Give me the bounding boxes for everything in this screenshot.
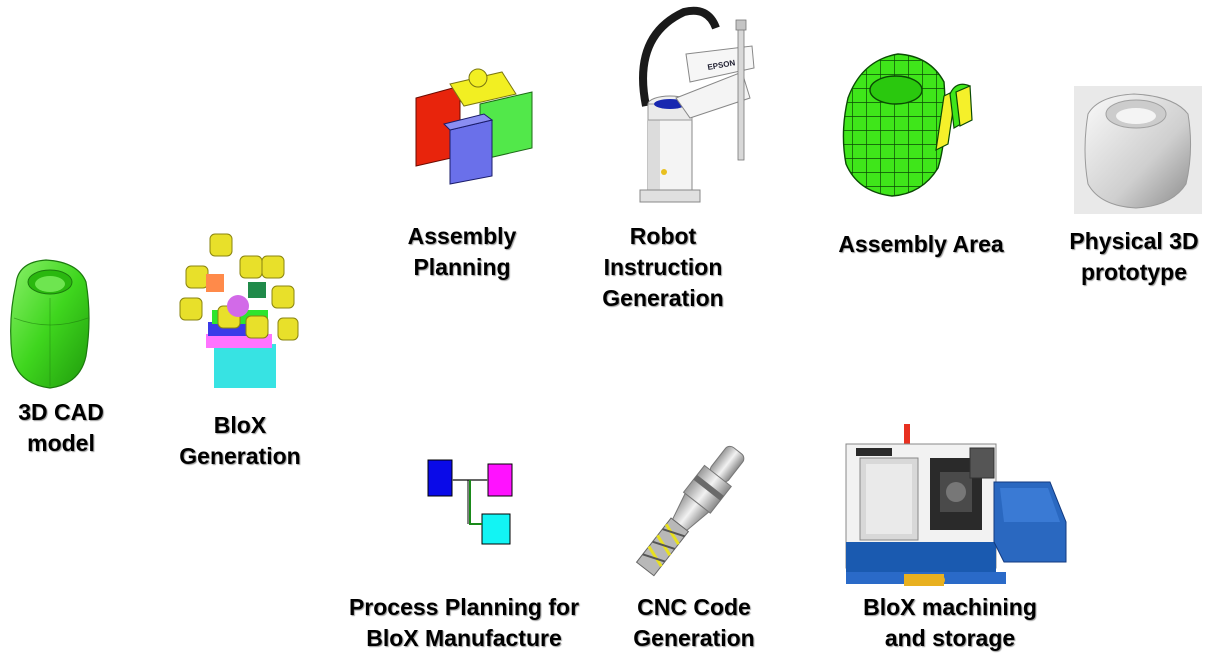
stage-label-cnc: CNC Code Generation [633,594,755,651]
grey-cube-prototype-icon [1074,86,1202,214]
stage-label-process-planning: Process Planning for BloX Manufacture [348,594,580,651]
stage-label-assembly-area: Assembly Area [838,231,1004,257]
cnc-machine-icon [845,424,1067,586]
puzzle-blocks-icon [415,68,533,185]
blox-decomposition-icon [179,233,299,388]
stage-label-assembly-planning: Assembly Planning [407,223,517,280]
stage-label-prototype: Physical 3D prototype [1069,228,1199,285]
stage-label-robot: Robot Instruction Generation [602,223,724,311]
process-tree-icon [427,459,513,545]
stage-label-machining: BloX machining and storage [863,594,1037,651]
end-mill-tool-icon [635,445,745,577]
wireframe-cube-icon [842,53,973,197]
stage-label-blox: BloX Generation [179,412,301,469]
green-rounded-cube-icon [10,259,90,389]
stage-label-cad: 3D CAD model [18,399,104,456]
scara-robot-icon: EPSON [639,6,755,203]
